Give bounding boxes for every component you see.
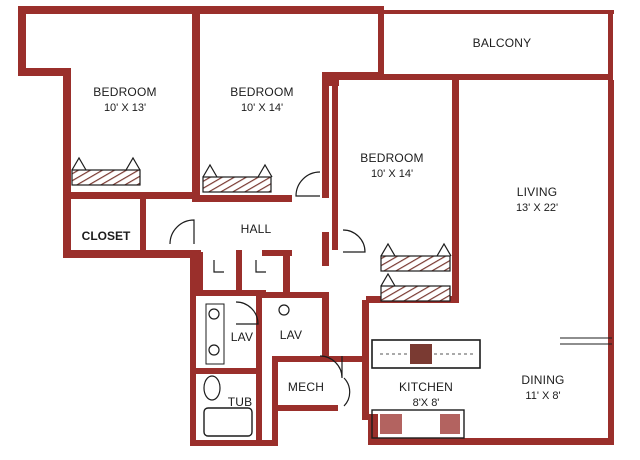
- wall: [362, 300, 369, 420]
- closet-rod: [71, 169, 141, 186]
- room-label-tub: TUB: [228, 395, 253, 409]
- door-swing: [295, 171, 321, 197]
- room-label-lav-2: LAV: [280, 328, 302, 342]
- room-label-closet: CLOSET: [82, 229, 131, 243]
- wall: [460, 438, 614, 445]
- closet-rod: [380, 255, 451, 272]
- closet-rod: [202, 176, 272, 193]
- wall: [63, 192, 200, 199]
- room-label-kitchen: KITCHEN: [399, 380, 453, 394]
- door-swing: [213, 260, 266, 273]
- wall: [452, 80, 459, 300]
- wall: [272, 356, 364, 362]
- wall: [192, 195, 292, 202]
- room-size-bedroom-2: 10' X 14': [241, 102, 283, 114]
- room-label-mech: MECH: [288, 380, 324, 394]
- sink: [205, 303, 225, 365]
- room-labels: BEDROOM 10' X 13' BEDROOM 10' X 14' BEDR…: [82, 36, 565, 409]
- room-label-bedroom-1: BEDROOM: [93, 85, 156, 99]
- wall: [140, 192, 146, 252]
- toilet: [208, 344, 220, 356]
- wall: [322, 232, 329, 266]
- wall: [322, 76, 329, 198]
- wall: [262, 250, 292, 256]
- range: [440, 414, 460, 434]
- wall: [18, 68, 70, 76]
- tub: [203, 407, 253, 437]
- wall: [236, 250, 242, 290]
- room-size-kitchen: 8'X 8': [413, 397, 440, 409]
- wall: [190, 252, 196, 446]
- wall: [272, 405, 338, 411]
- closet-door-marker: [380, 272, 396, 287]
- room-label-living: LIVING: [517, 185, 558, 199]
- wall: [332, 80, 338, 250]
- closet-rod: [380, 285, 451, 302]
- toilet: [208, 308, 220, 320]
- fixtures: [71, 156, 612, 439]
- wall: [63, 250, 201, 258]
- wall: [196, 368, 260, 374]
- wall: [190, 440, 278, 446]
- wall: [196, 252, 203, 292]
- toilet: [203, 375, 221, 401]
- room-label-bedroom-3: BEDROOM: [360, 151, 423, 165]
- wall: [322, 72, 380, 80]
- wall: [283, 250, 290, 294]
- wall: [378, 10, 614, 14]
- door-swing: [343, 377, 351, 407]
- wall: [63, 68, 71, 258]
- wall: [608, 10, 613, 80]
- closet-door-marker: [202, 163, 273, 178]
- wall: [262, 292, 324, 298]
- room-label-balcony: BALCONY: [473, 36, 532, 50]
- walls: [18, 6, 614, 446]
- sink-unit: [380, 414, 402, 434]
- wall: [368, 414, 378, 445]
- cooktop: [410, 344, 432, 364]
- kitchen-counter: [371, 409, 465, 439]
- wall: [368, 438, 463, 445]
- room-size-bedroom-1: 10' X 13': [104, 102, 146, 114]
- door-swing: [342, 229, 366, 253]
- wall: [18, 6, 26, 76]
- room-label-dining: DINING: [521, 373, 564, 387]
- room-size-bedroom-3: 10' X 14': [371, 168, 413, 180]
- wall: [322, 292, 329, 362]
- wall: [192, 6, 200, 196]
- wall: [608, 80, 614, 445]
- room-size-living: 13' X 22': [516, 202, 558, 214]
- room-label-lav-1: LAV: [231, 330, 253, 344]
- room-label-hall: HALL: [241, 222, 272, 236]
- door-swing: [235, 301, 259, 325]
- room-label-bedroom-2: BEDROOM: [230, 85, 293, 99]
- room-size-dining: 11' X 8': [525, 390, 560, 402]
- closet-door-marker: [380, 242, 452, 257]
- wall: [378, 74, 613, 80]
- door-swing: [319, 355, 343, 379]
- kitchen-island: [371, 339, 481, 369]
- closet-door-marker: [71, 156, 141, 171]
- wall: [272, 356, 278, 446]
- wall: [378, 6, 384, 80]
- wall: [196, 290, 266, 296]
- sink: [278, 304, 290, 316]
- door-swing: [169, 219, 195, 245]
